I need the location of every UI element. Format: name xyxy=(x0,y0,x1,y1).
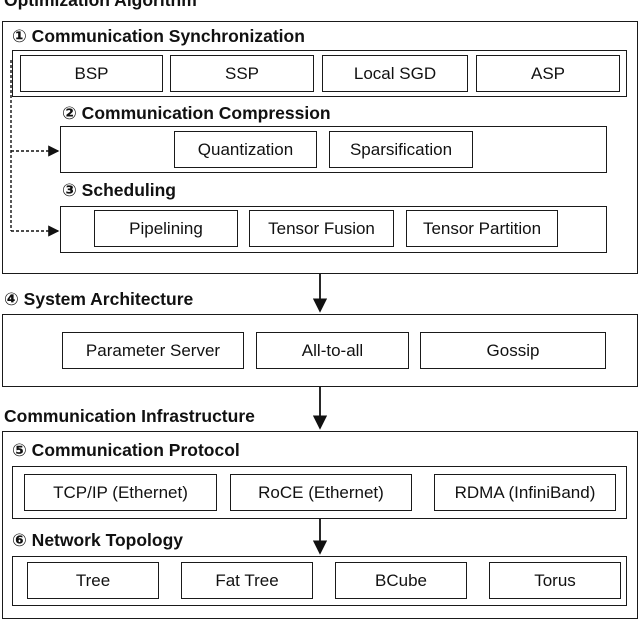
scheduling-item-tensor-fusion: Tensor Fusion xyxy=(249,210,394,247)
architecture-item-all-to-all: All-to-all xyxy=(256,332,409,369)
sync-item-asp: ASP xyxy=(476,55,620,92)
topology-heading: ⑥ Network Topology xyxy=(12,530,184,550)
topology-item-tree: Tree xyxy=(27,562,159,599)
scheduling-heading: ③ Scheduling xyxy=(62,180,176,200)
optimization-title: Optimization Algorithm xyxy=(4,0,197,10)
scheduling-item-tensor-partition: Tensor Partition xyxy=(406,210,558,247)
architecture-item-gossip: Gossip xyxy=(420,332,606,369)
sync-item-ssp: SSP xyxy=(170,55,314,92)
architecture-item-parameter-server: Parameter Server xyxy=(62,332,244,369)
protocol-item-roce: RoCE (Ethernet) xyxy=(230,474,412,511)
protocol-item-tcpip: TCP/IP (Ethernet) xyxy=(24,474,217,511)
compression-item-sparsification: Sparsification xyxy=(329,131,473,168)
protocol-item-rdma: RDMA (InfiniBand) xyxy=(434,474,616,511)
topology-item-bcube: BCube xyxy=(335,562,467,599)
infrastructure-title: Communication Infrastructure xyxy=(4,406,255,426)
protocol-heading: ⑤ Communication Protocol xyxy=(12,440,240,460)
topology-item-torus: Torus xyxy=(489,562,621,599)
sync-heading: ① Communication Synchronization xyxy=(12,26,305,46)
topology-item-fat-tree: Fat Tree xyxy=(181,562,313,599)
compression-item-quantization: Quantization xyxy=(174,131,317,168)
architecture-heading: ④ System Architecture xyxy=(4,289,194,309)
sync-item-bsp: BSP xyxy=(20,55,163,92)
compression-heading: ② Communication Compression xyxy=(62,103,331,123)
sync-item-local-sgd: Local SGD xyxy=(322,55,468,92)
scheduling-item-pipelining: Pipelining xyxy=(94,210,238,247)
